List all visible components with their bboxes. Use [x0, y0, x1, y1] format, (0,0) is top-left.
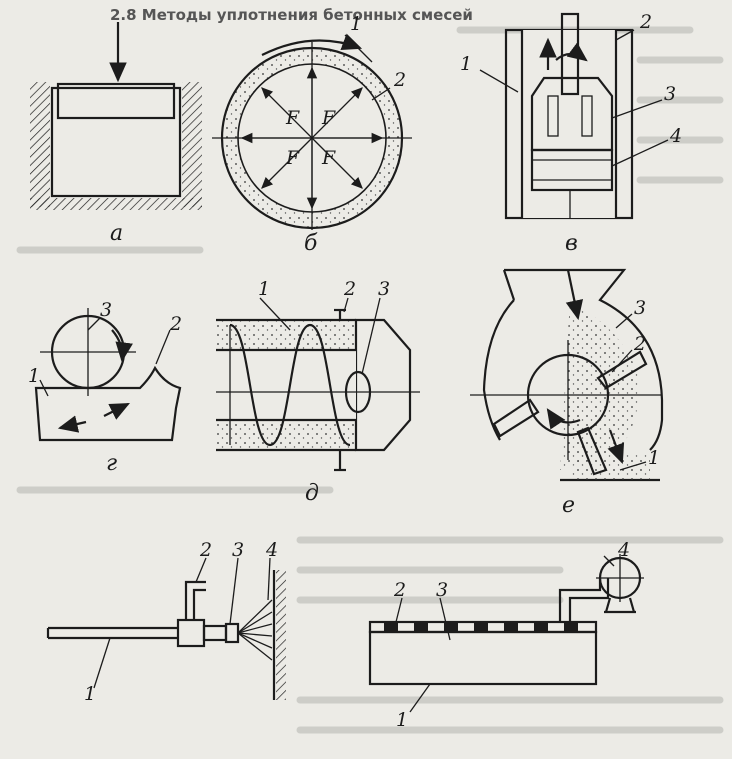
- force-label-bl: F: [285, 147, 300, 169]
- panel-b-caption: б: [304, 231, 318, 256]
- panel-v-label-1: 1: [460, 53, 472, 75]
- panel-a-caption: а: [110, 221, 123, 246]
- panel-e-rotor: 3 2 1 е: [470, 268, 664, 518]
- panel-d-label-3: 3: [378, 278, 390, 300]
- panel-zh-label-4: 4: [265, 539, 278, 561]
- panel-z-label-3: 3: [436, 579, 448, 601]
- panel-z-label-4: 4: [617, 539, 630, 561]
- panel-b-label-1: 1: [350, 13, 362, 35]
- panel-g-rolling: 3 2 1 г: [28, 299, 182, 476]
- panel-v-label-3: 3: [664, 83, 676, 105]
- panel-v-label-4: 4: [669, 125, 682, 147]
- panel-zh-label-2: 2: [199, 539, 212, 561]
- panel-d-label-2: 2: [343, 278, 356, 300]
- panel-e-label-1: 1: [648, 447, 660, 469]
- panel-v-label-2: 2: [639, 11, 652, 33]
- force-label-br: F: [321, 147, 336, 169]
- spray-lines: [237, 599, 273, 661]
- panel-e-caption: е: [562, 493, 575, 518]
- panel-zh-label-3: 3: [232, 539, 244, 561]
- header-text: 2.8 Методы уплотнения бетонных смесей: [110, 6, 473, 24]
- panel-b-centrifugal: F F F F 1 2 б: [212, 13, 412, 256]
- panel-g-label-1: 1: [28, 365, 40, 387]
- panel-b-label-2: 2: [393, 69, 406, 91]
- panel-z-label-1: 1: [396, 709, 408, 731]
- panel-d-screw: 1 2 3 д: [216, 278, 420, 506]
- panel-z-vacuum: 4 2 3 1: [368, 539, 644, 731]
- panel-a-pressing: а: [30, 22, 202, 246]
- panel-g-label-3: 3: [100, 299, 112, 321]
- panel-b-force-arrows: [240, 66, 384, 210]
- background-text-lines: [16, 26, 724, 734]
- panel-g-label-2: 2: [169, 313, 182, 335]
- panel-d-label-1: 1: [258, 278, 270, 300]
- force-label-tr: F: [321, 107, 336, 129]
- panel-zh-label-1: 1: [84, 683, 96, 705]
- panel-e-label-2: 2: [633, 333, 646, 355]
- panel-g-caption: г: [106, 451, 117, 476]
- panel-zh-shotcrete: 2 3 4 1: [46, 539, 286, 705]
- vacuum-mat-segments: [384, 622, 578, 632]
- panel-e-label-3: 3: [634, 297, 646, 319]
- panel-z-label-2: 2: [393, 579, 406, 601]
- panel-v-vibrator: 2 1 3 4 в: [460, 11, 682, 256]
- force-label-tl: F: [285, 107, 300, 129]
- panel-d-caption: д: [305, 481, 319, 506]
- panel-v-caption: в: [565, 231, 578, 256]
